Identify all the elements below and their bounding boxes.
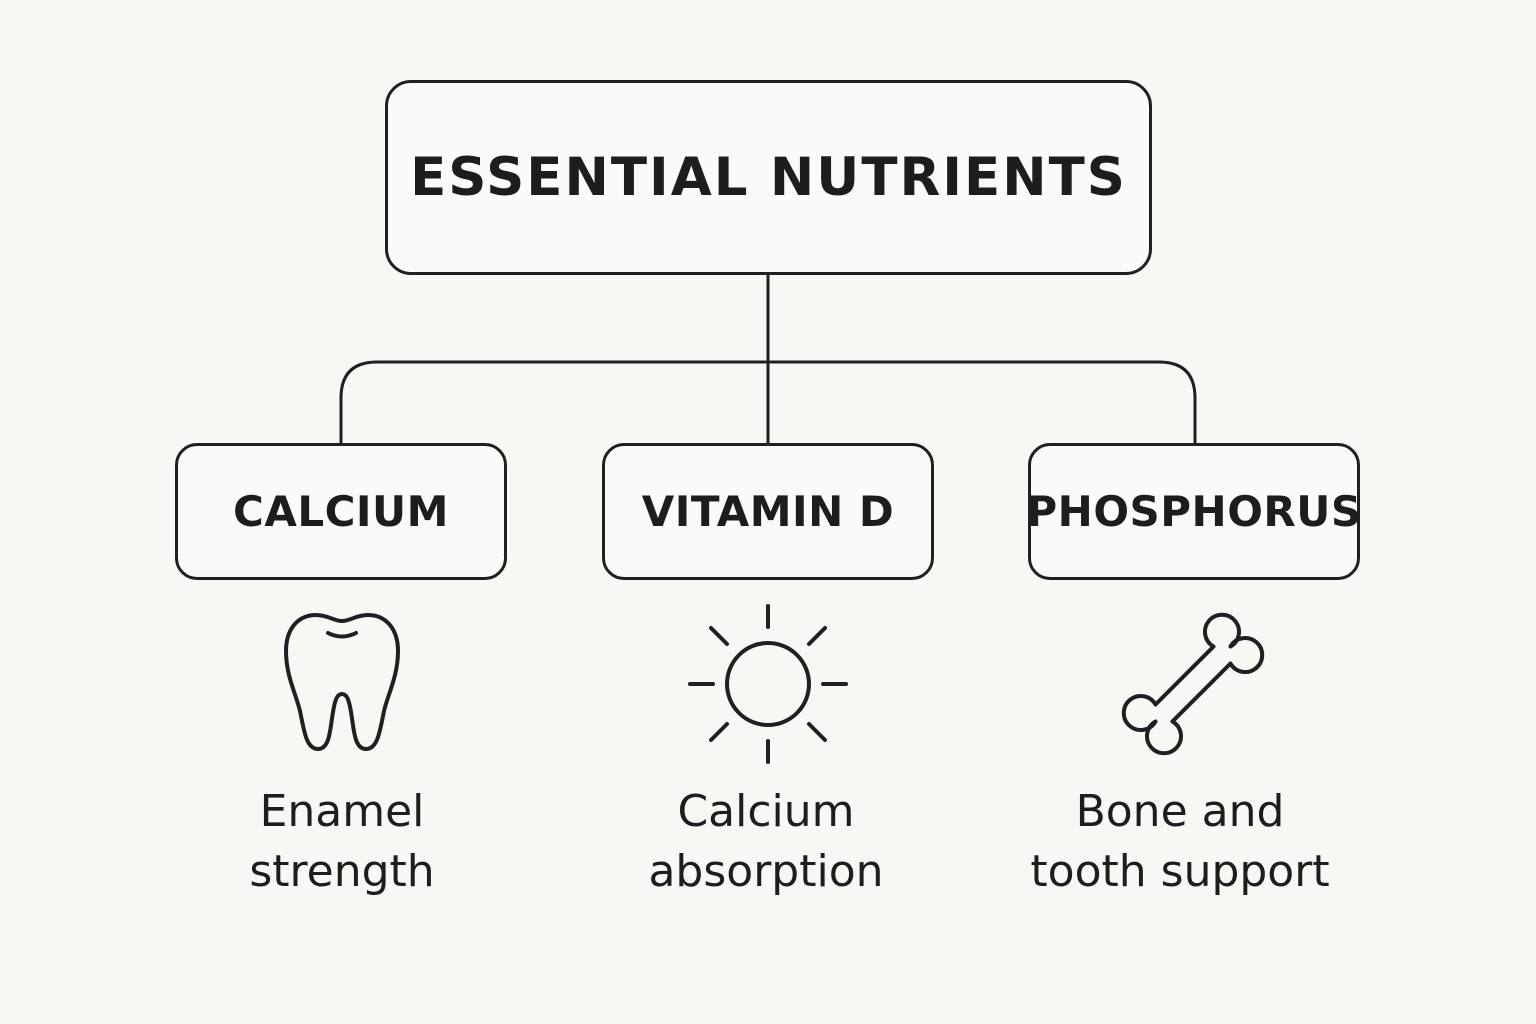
tooth-icon xyxy=(284,613,400,751)
sun-icon xyxy=(688,604,848,764)
node-calcium-label: CALCIUM xyxy=(233,487,449,536)
caption-vitamin-d-line-2: absorption xyxy=(648,846,884,897)
node-phosphorus: PHOSPHORUS xyxy=(1026,443,1362,580)
caption-vitamin-d: Calcium absorption xyxy=(586,782,946,902)
node-calcium: CALCIUM xyxy=(175,443,507,580)
node-phosphorus-label: PHOSPHORUS xyxy=(1026,487,1362,536)
node-vitamin-d-label: VITAMIN D xyxy=(641,487,895,536)
node-vitamin-d: VITAMIN D xyxy=(602,443,934,580)
caption-phosphorus: Bone and tooth support xyxy=(1000,782,1360,902)
caption-vitamin-d-line-1: Calcium xyxy=(677,786,855,837)
branch-connector xyxy=(339,360,1197,443)
bone-icon xyxy=(1121,612,1265,756)
caption-phosphorus-line-1: Bone and xyxy=(1075,786,1285,837)
root-node-label: ESSENTIAL NUTRIENTS xyxy=(410,147,1127,208)
caption-calcium: Enamel strength xyxy=(162,782,522,902)
caption-calcium-line-2: strength xyxy=(249,846,435,897)
root-node-essential-nutrients: ESSENTIAL NUTRIENTS xyxy=(385,80,1152,275)
caption-calcium-line-1: Enamel xyxy=(259,786,425,837)
caption-phosphorus-line-2: tooth support xyxy=(1030,846,1330,897)
